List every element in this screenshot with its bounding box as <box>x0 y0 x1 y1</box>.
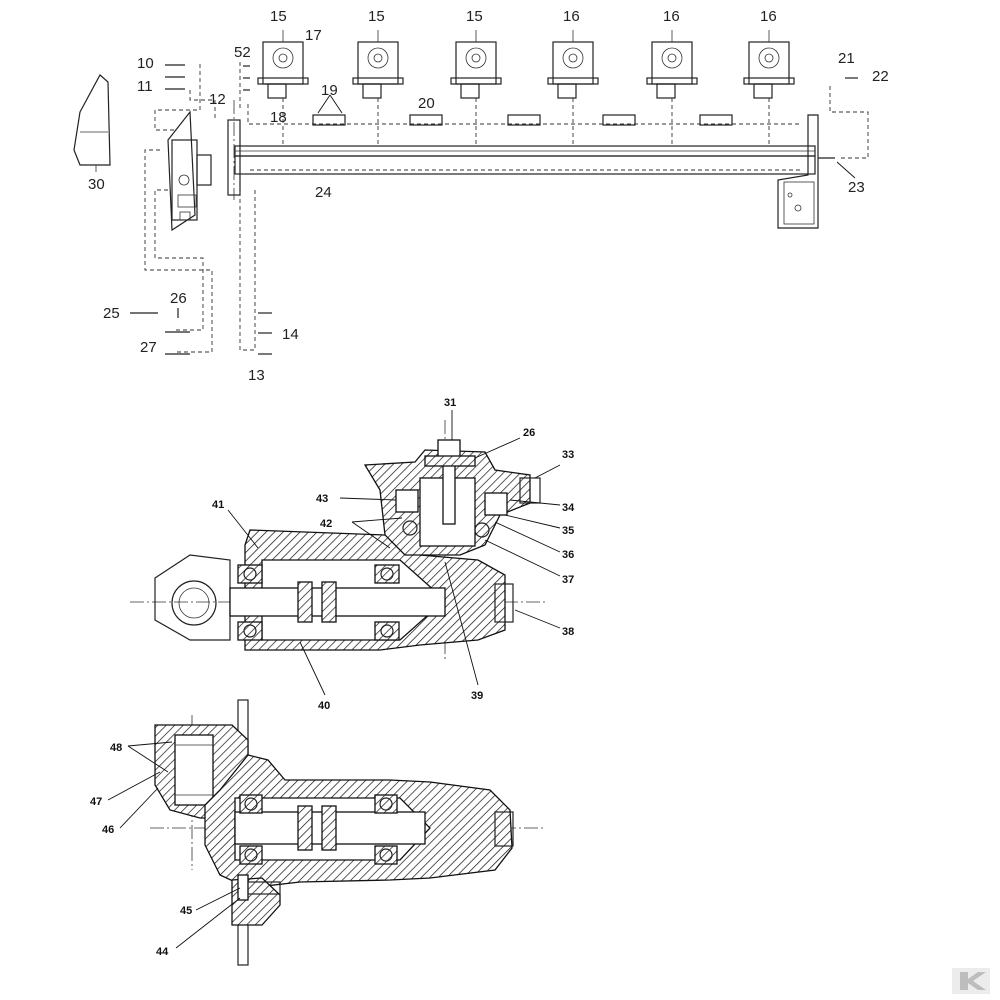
label-33: 33 <box>562 449 574 461</box>
label-26-top: 26 <box>170 290 187 307</box>
label-46: 46 <box>102 824 114 836</box>
label-21: 21 <box>838 50 855 67</box>
inline-gearbox-cross-section: 48 47 46 45 44 <box>90 699 545 966</box>
label-34: 34 <box>562 502 575 514</box>
top-leader-lines <box>317 94 856 179</box>
label-25: 25 <box>103 305 120 322</box>
gearbox-head-1 <box>257 30 309 99</box>
label-47: 47 <box>90 796 102 808</box>
label-24: 24 <box>315 184 332 201</box>
label-48: 48 <box>110 742 122 754</box>
label-13: 13 <box>248 367 265 384</box>
brand-logo <box>952 968 990 994</box>
label-11: 11 <box>137 78 153 95</box>
gearbox-head-3 <box>450 30 502 99</box>
label-16c: 16 <box>760 8 777 25</box>
gearbox-head-4 <box>547 30 599 99</box>
label-12: 12 <box>209 91 226 108</box>
assembly-guides <box>144 62 869 353</box>
label-15b: 15 <box>368 8 385 25</box>
label-19: 19 <box>321 82 338 99</box>
mounting-pads <box>312 114 733 126</box>
label-23: 23 <box>848 179 865 196</box>
label-38: 38 <box>562 626 574 638</box>
main-beam <box>234 145 816 175</box>
label-15a: 15 <box>270 8 287 25</box>
label-35: 35 <box>562 525 574 537</box>
label-37: 37 <box>562 574 574 586</box>
gearbox-head-6 <box>743 30 795 99</box>
fasteners <box>130 64 858 355</box>
label-16a: 16 <box>563 8 580 25</box>
gearbox-head-5 <box>646 30 698 99</box>
cover-part-30 <box>73 74 111 172</box>
label-43: 43 <box>316 493 328 505</box>
label-16b: 16 <box>663 8 680 25</box>
label-26-section: 26 <box>523 427 535 439</box>
left-gearbox <box>167 110 212 232</box>
right-bracket <box>777 114 835 229</box>
label-27: 27 <box>140 339 157 356</box>
label-52: 52 <box>234 44 251 61</box>
label-41: 41 <box>212 499 224 511</box>
gearbox-cross-section: 31 26 33 43 41 42 34 35 36 37 38 39 40 <box>130 397 575 712</box>
label-18: 18 <box>270 109 287 126</box>
label-40: 40 <box>318 700 330 712</box>
label-15c: 15 <box>466 8 483 25</box>
label-36: 36 <box>562 549 574 561</box>
label-22: 22 <box>872 68 889 85</box>
exploded-assembly: 15 17 15 15 16 16 16 52 10 11 12 18 19 2… <box>73 8 889 384</box>
label-42: 42 <box>320 518 332 530</box>
label-20: 20 <box>418 95 435 112</box>
label-14: 14 <box>282 326 299 343</box>
label-31: 31 <box>444 397 456 409</box>
label-17: 17 <box>305 27 322 44</box>
label-45: 45 <box>180 905 192 917</box>
label-44: 44 <box>156 946 169 958</box>
left-end-plate <box>227 100 241 200</box>
label-39: 39 <box>471 690 483 702</box>
label-10: 10 <box>137 55 154 72</box>
label-30: 30 <box>88 176 105 193</box>
gearbox-head-2 <box>352 30 404 99</box>
